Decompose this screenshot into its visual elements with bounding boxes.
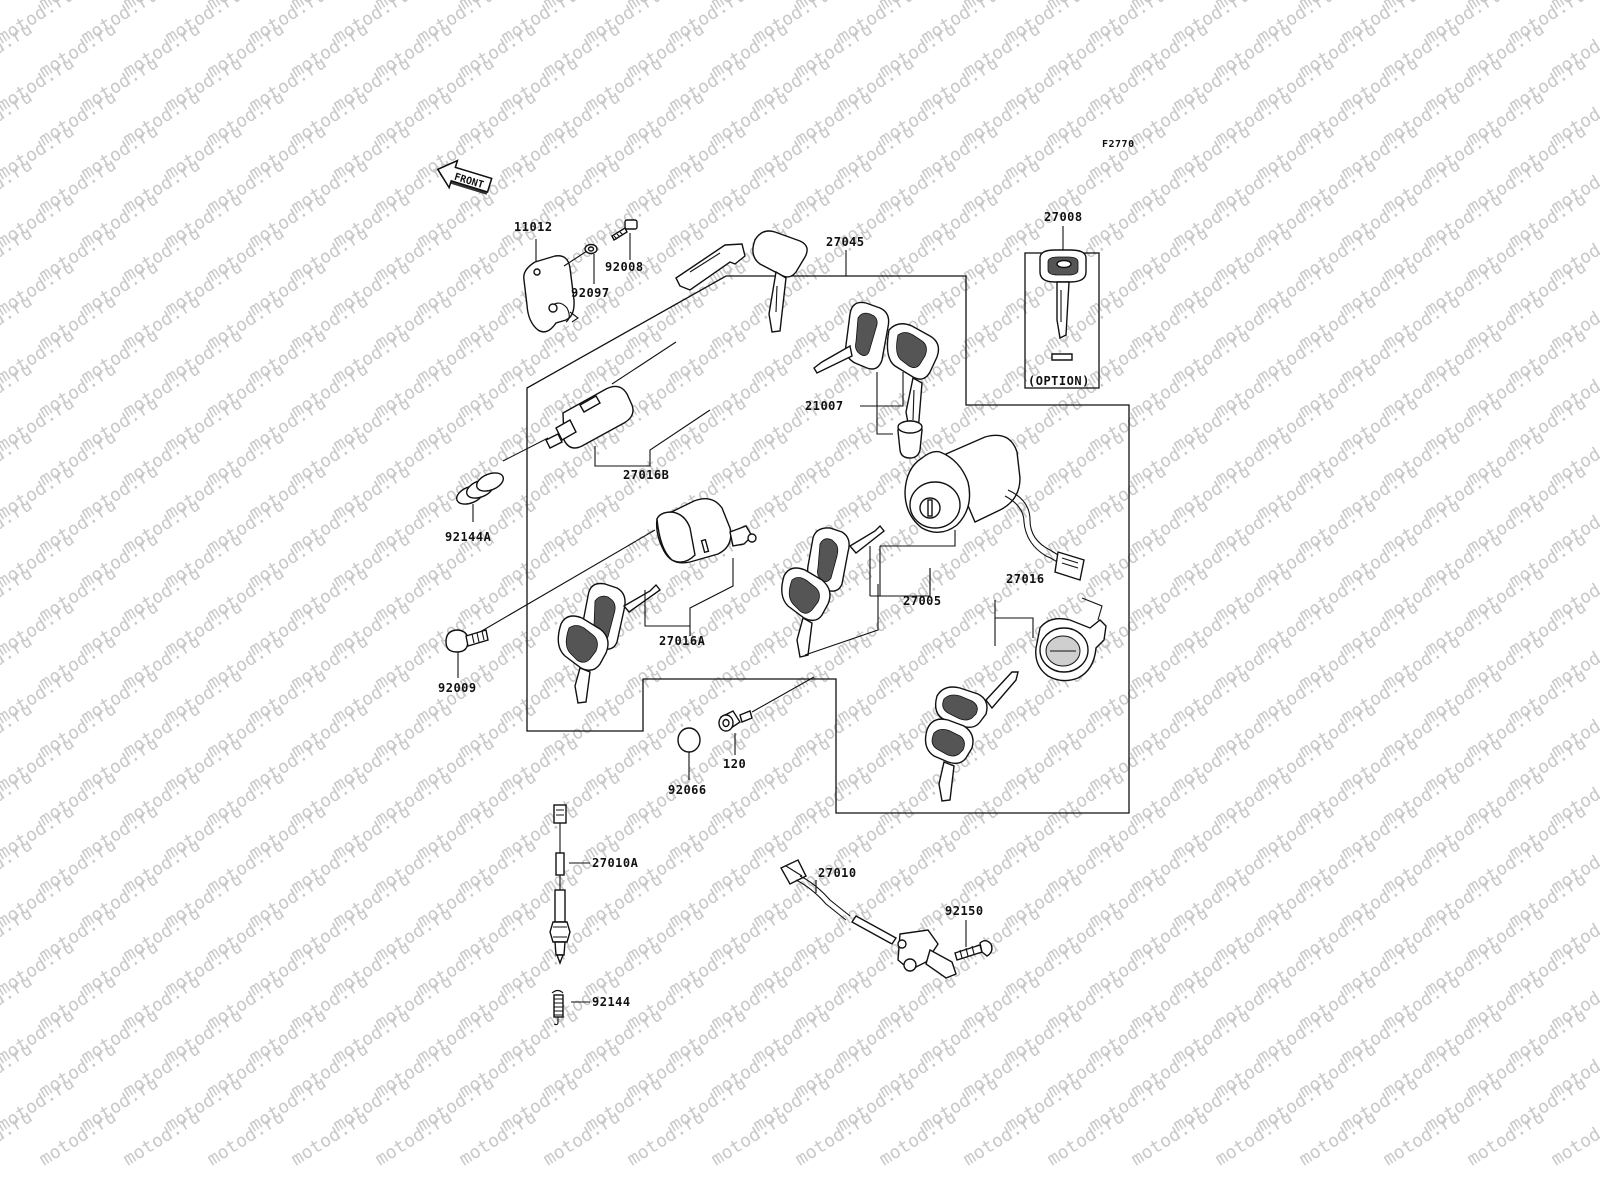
key-pair-21007 bbox=[813, 301, 940, 435]
part-label-27008: 27008 bbox=[1044, 210, 1083, 224]
part-label-27005: 27005 bbox=[903, 594, 942, 608]
spring-92144 bbox=[551, 989, 564, 1026]
part-label-27010: 27010 bbox=[818, 866, 857, 880]
part-label-92097: 92097 bbox=[571, 286, 610, 300]
watermark-text: motod.ru bbox=[876, 1106, 961, 1170]
fuel-lock-27016 bbox=[1035, 597, 1107, 682]
key-pair-27016 bbox=[924, 671, 1019, 802]
watermark-text: motod.ru bbox=[456, 1106, 541, 1170]
key-pair-27005 bbox=[781, 524, 885, 658]
part-label-92009: 92009 bbox=[438, 681, 477, 695]
watermark-text: motod.ru bbox=[204, 1106, 289, 1170]
option-label: (OPTION) bbox=[1028, 374, 1090, 388]
part-label-27010A: 27010A bbox=[592, 856, 639, 870]
watermark-text: motod.ru bbox=[288, 1106, 373, 1170]
key-27016B bbox=[752, 230, 808, 333]
watermark-text: motod.ru bbox=[792, 1106, 877, 1170]
watermark-text: motod.ru bbox=[1212, 1106, 1297, 1170]
part-label-92144A: 92144A bbox=[445, 530, 492, 544]
cap-92066 bbox=[677, 727, 701, 753]
part-label-92144: 92144 bbox=[592, 995, 631, 1009]
switch-27010 bbox=[780, 859, 957, 979]
part-label-11012: 11012 bbox=[514, 220, 553, 234]
helmet-lock-27016A bbox=[655, 498, 757, 564]
washer-92097 bbox=[584, 243, 598, 255]
key-pair-27016A bbox=[557, 582, 662, 704]
watermark-text: motod.ru bbox=[1044, 1106, 1129, 1170]
part-label-92008: 92008 bbox=[605, 260, 644, 274]
screw-92009 bbox=[445, 629, 489, 653]
watermark-text: motod.ru bbox=[1548, 1106, 1600, 1170]
watermark-text: motod.ru bbox=[624, 1106, 709, 1170]
watermark-text: motod.ru bbox=[372, 1106, 457, 1170]
watermark-text: motod.ru bbox=[1464, 1106, 1549, 1170]
watermark-text: motod.ru bbox=[1296, 1106, 1381, 1170]
seat-lock-27016B bbox=[545, 243, 746, 449]
watermark-text: motod.ru bbox=[120, 1106, 205, 1170]
part-label-27016: 27016 bbox=[1006, 572, 1045, 586]
screw-92150 bbox=[954, 940, 993, 961]
option-key-27008 bbox=[1039, 249, 1087, 361]
switch-27010A bbox=[549, 804, 571, 965]
watermark-text: motod.ru bbox=[1380, 1106, 1465, 1170]
ignition-switch-27005 bbox=[904, 434, 1085, 581]
screw-92008 bbox=[611, 219, 638, 241]
watermark-text: motod.ru bbox=[540, 1106, 625, 1170]
watermark-text: motod.ru bbox=[960, 1106, 1045, 1170]
part-label-120: 120 bbox=[723, 757, 746, 771]
part-label-21007: 21007 bbox=[805, 399, 844, 413]
key-cap-21007 bbox=[897, 420, 923, 459]
cover-plate-11012 bbox=[523, 255, 579, 333]
watermark-text: motod.ru bbox=[708, 1106, 793, 1170]
kit-27045-boundary bbox=[526, 275, 1130, 814]
grommet-120 bbox=[718, 710, 753, 732]
watermark-text: motod.ru bbox=[36, 1106, 121, 1170]
spring-92144A bbox=[455, 472, 505, 505]
part-label-27016B: 27016B bbox=[623, 468, 669, 482]
part-label-92150: 92150 bbox=[945, 904, 984, 918]
part-label-27016A: 27016A bbox=[659, 634, 706, 648]
front-arrow-icon: FRONT bbox=[436, 159, 493, 195]
figure-code: F2770 bbox=[1102, 139, 1135, 150]
watermark-text: motod.ru bbox=[1128, 1106, 1213, 1170]
part-label-27045: 27045 bbox=[826, 235, 865, 249]
part-label-92066: 92066 bbox=[668, 783, 707, 797]
